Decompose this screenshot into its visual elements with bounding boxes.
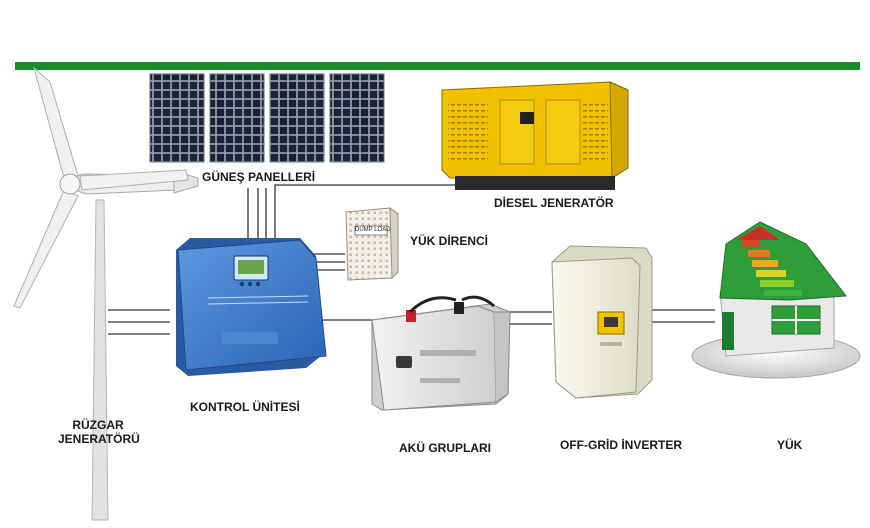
top-green-bar bbox=[15, 62, 860, 70]
wires bbox=[108, 184, 715, 335]
battery-icon bbox=[371, 295, 511, 411]
wind-turbine-label-line1: RÜZGAR bbox=[72, 418, 124, 432]
inverter-label: OFF-GRİD İNVERTER bbox=[560, 438, 682, 452]
dump-load-box-label: DUMP LOAD bbox=[355, 227, 391, 233]
wind-turbine-icon bbox=[13, 66, 199, 521]
controller-icon bbox=[176, 238, 327, 376]
diesel-generator-label: DİESEL JENERATÖR bbox=[494, 196, 614, 210]
battery-label: AKÜ GRUPLARI bbox=[399, 441, 491, 455]
solar-panels-label: GÜNEŞ PANELLERİ bbox=[202, 170, 316, 184]
wind-turbine-label-line2: JENERATÖRÜ bbox=[58, 432, 140, 446]
dump-load-label: YÜK DİRENCİ bbox=[410, 234, 489, 248]
solar-panel-icon bbox=[149, 73, 385, 163]
house-icon bbox=[691, 221, 861, 379]
generator-icon bbox=[441, 81, 629, 190]
inverter-icon bbox=[551, 245, 653, 399]
load-label: YÜK bbox=[777, 438, 803, 452]
dump-load-icon bbox=[345, 206, 399, 281]
wind-turbine-label: RÜZGAR JENERATÖRÜ bbox=[58, 418, 140, 446]
controller-label: KONTROL ÜNİTESİ bbox=[190, 400, 300, 414]
